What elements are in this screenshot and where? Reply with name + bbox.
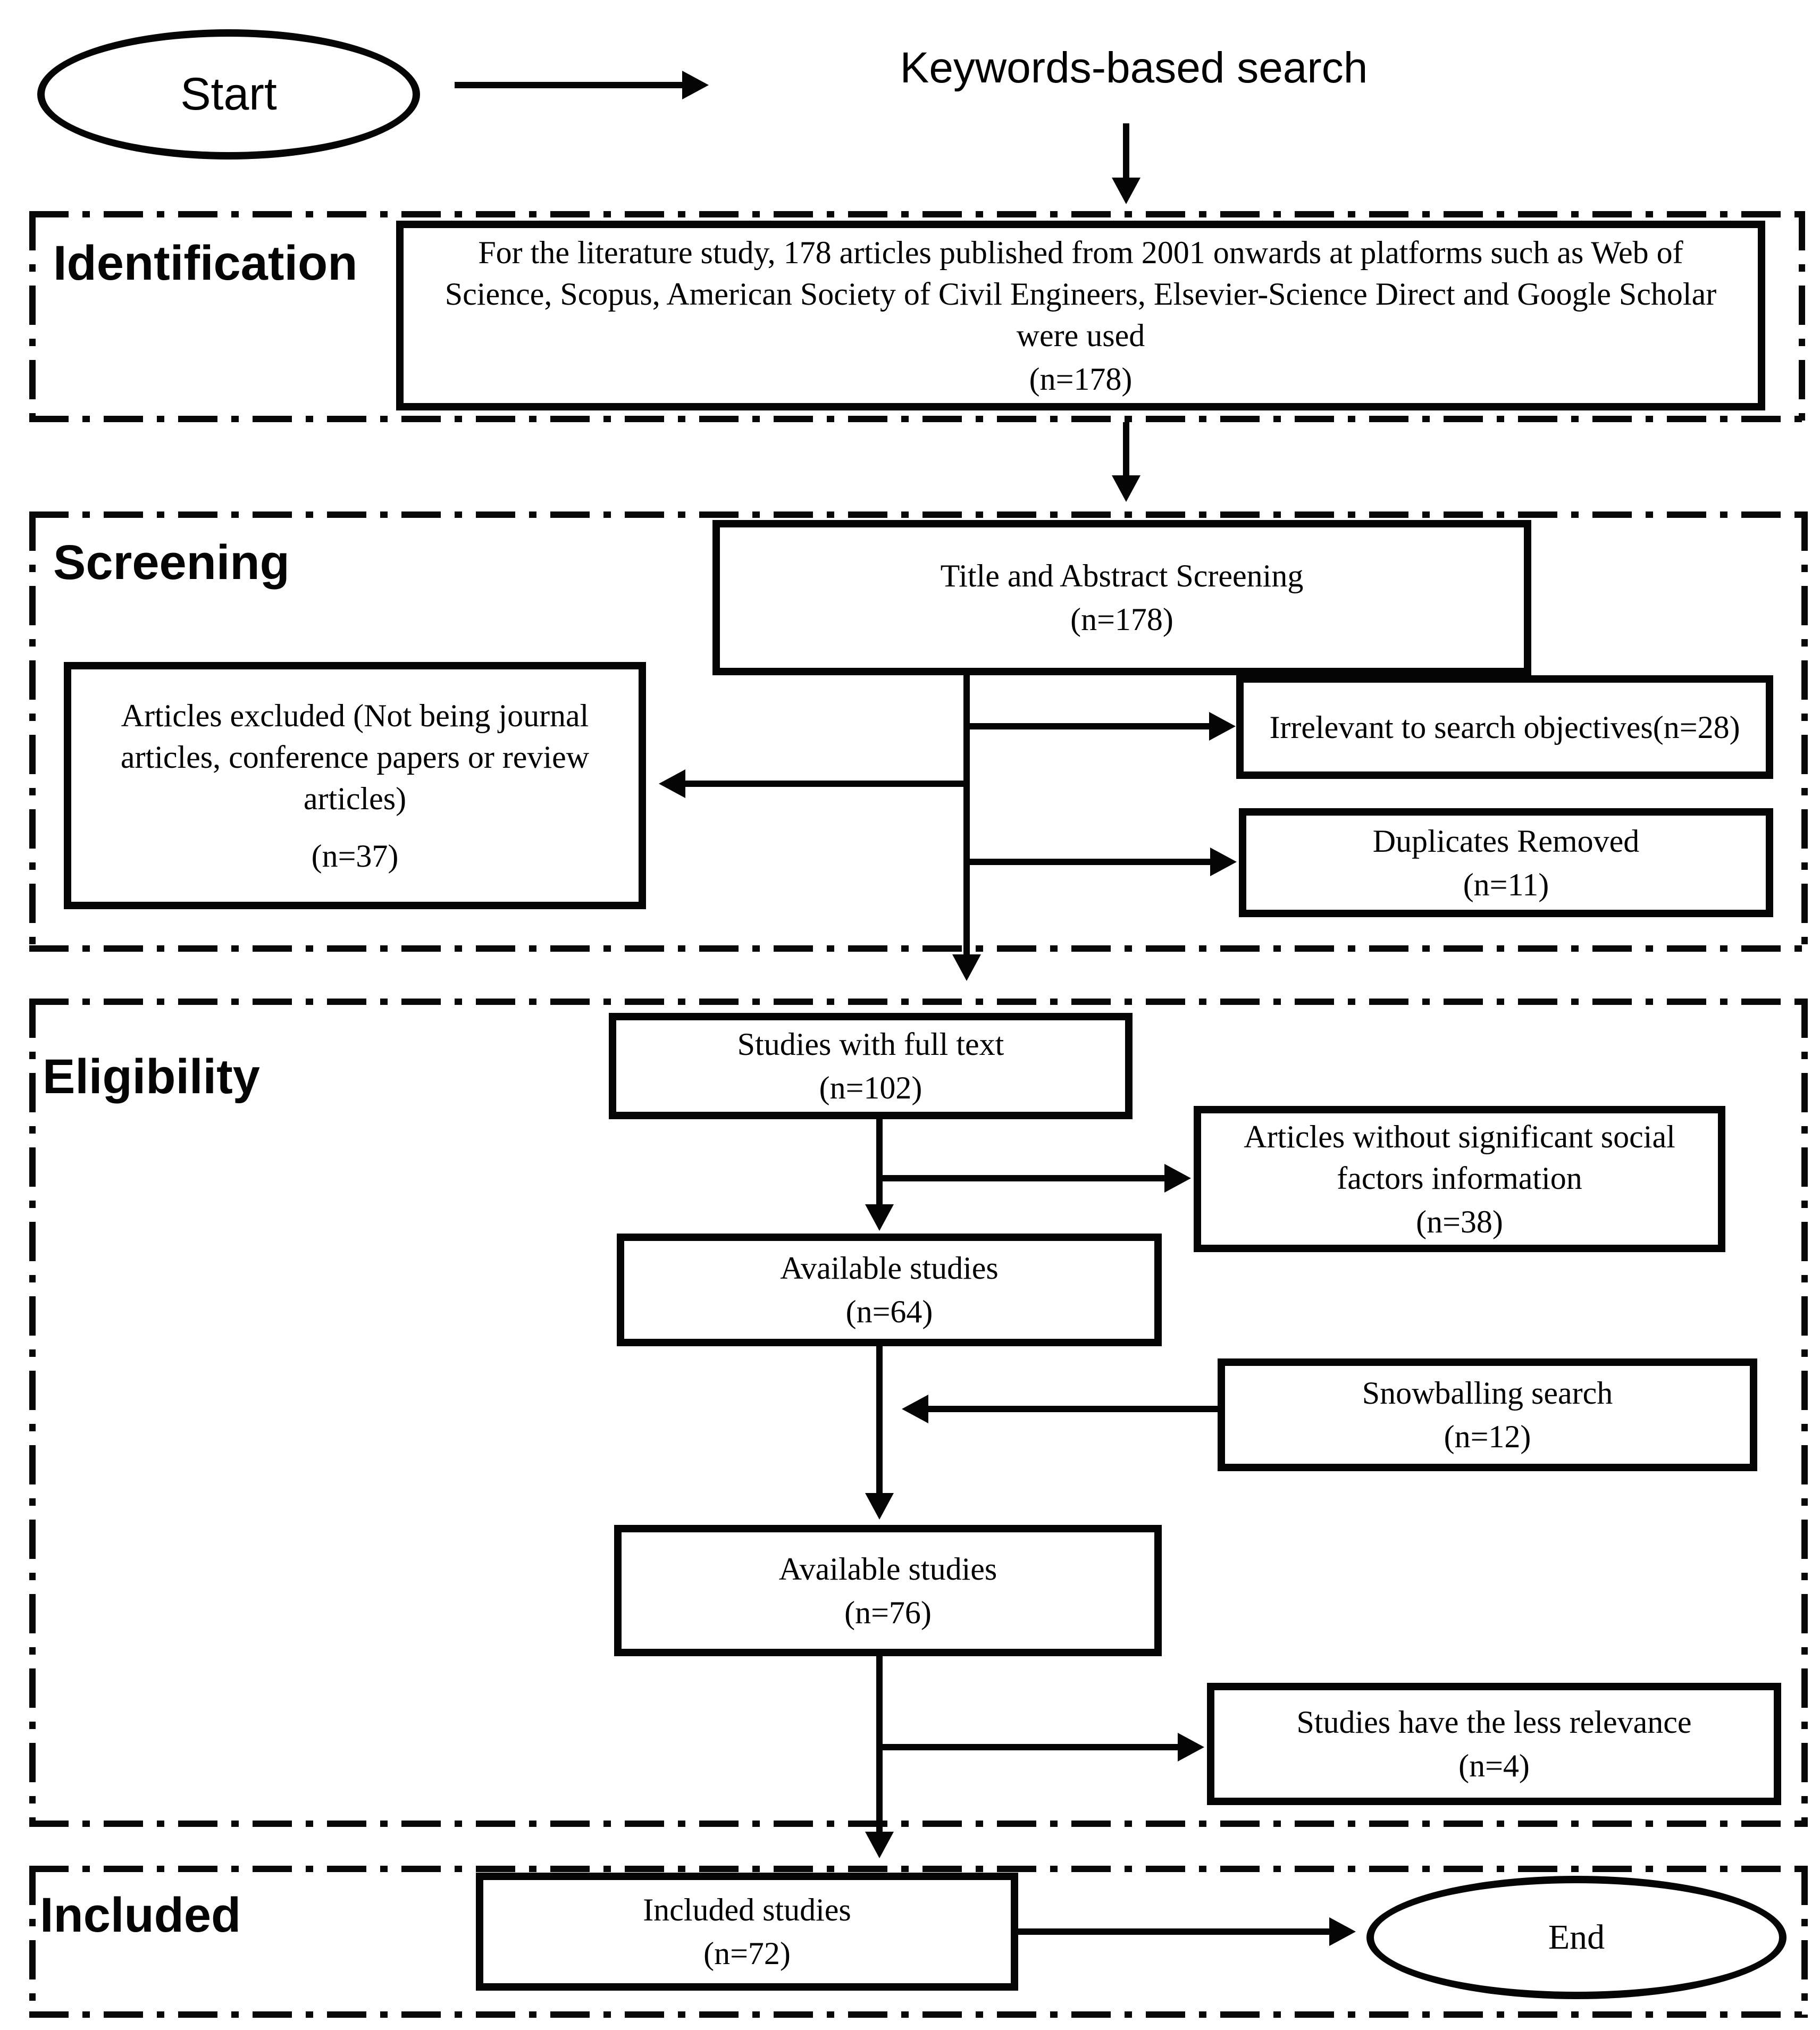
section-border-left [29,211,36,422]
box-count: (n=72) [703,1936,791,1971]
arrow-line [1018,1928,1330,1935]
section-border-right [1801,999,1808,1827]
arrowhead-down-icon [1112,475,1140,502]
arrowhead-right-icon [1209,712,1236,741]
box-text: Articles excluded (Not being journal art… [120,698,590,816]
box-text: Articles without significant social fact… [1244,1119,1675,1196]
irrelevant-objectives-box: Irrelevant to search objectives(n=28) [1236,675,1773,779]
section-border-right [1799,211,1805,422]
section-border-bottom [29,1821,1808,1827]
end-label: End [1548,1918,1605,1957]
section-border-right [1801,511,1808,952]
arrowhead-left-icon [659,769,685,798]
box-text: Studies with full text [737,1027,1004,1062]
arrow-line [455,82,683,88]
box-text: Available studies [780,1251,999,1286]
arrow-line [927,1406,1218,1412]
arrow-line [1123,123,1129,179]
box-count: (n=4) [1458,1748,1530,1783]
box-text: Studies have the less relevance [1296,1705,1692,1740]
arrow-line [684,781,970,787]
box-text: Available studies [778,1551,997,1587]
arrowhead-down-icon [865,1832,894,1858]
box-text: Duplicates Removed [1372,823,1640,859]
section-border-left [29,1866,36,2018]
section-label-identification: Identification [53,236,358,290]
box-count: (n=102) [819,1070,922,1105]
arrowhead-left-icon [902,1395,928,1423]
arrow-line [876,1346,883,1494]
arrowhead-right-icon [1329,1917,1356,1946]
keywords-search-box: Keywords-based search [742,15,1526,121]
section-included [29,1866,1808,2018]
box-count: (n=178) [1070,602,1173,637]
section-label-eligibility: Eligibility [43,1050,260,1104]
keywords-search-label: Keywords-based search [900,44,1368,92]
box-count: (n=37) [311,838,399,874]
arrowhead-down-icon [865,1204,894,1231]
articles-without-social-factors-box: Articles without significant social fact… [1194,1106,1725,1252]
box-text: For the literature study, 178 articles p… [444,234,1717,353]
section-identification [29,211,1805,422]
section-border-top [29,511,1808,518]
arrow-line [876,1656,883,1833]
arrowhead-down-icon [865,1493,894,1520]
box-count: (n=76) [844,1595,932,1630]
arrow-line [1123,422,1129,476]
section-label-screening: Screening [53,535,290,590]
duplicates-removed-box: Duplicates Removed (n=11) [1239,808,1773,917]
arrowhead-down-icon [952,954,981,981]
arrow-line [883,1175,1164,1181]
arrowhead-right-icon [1178,1733,1204,1761]
arrowhead-down-icon [1112,178,1140,204]
arrow-line [970,859,1210,865]
title-abstract-screening-box: Title and Abstract Screening (n=178) [712,520,1531,675]
arrowhead-right-icon [1164,1164,1191,1193]
section-border-top [29,1866,1808,1872]
studies-full-text-box: Studies with full text (n=102) [609,1013,1133,1119]
section-border-bottom [29,2011,1808,2018]
box-count: (n=178) [1029,361,1133,397]
box-text: Included studies [643,1892,851,1927]
arrowhead-right-icon [682,71,709,99]
articles-excluded-box: Articles excluded (Not being journal art… [64,662,646,909]
section-border-top [29,999,1808,1005]
arrow-line [963,675,970,955]
box-text: Title and Abstract Screening [940,558,1304,593]
start-label: Start [180,69,277,120]
section-border-top [29,211,1805,217]
box-count: (n=12) [1444,1419,1531,1454]
arrowhead-right-icon [1210,848,1237,876]
box-count: (n=11) [1463,867,1549,902]
section-border-bottom [29,945,1808,952]
end-ellipse: End [1366,1876,1787,1999]
arrow-line [970,723,1210,729]
start-ellipse: Start [37,29,420,160]
arrow-line [883,1744,1178,1750]
available-studies-64-box: Available studies (n=64) [617,1234,1162,1346]
box-text: Snowballing search [1362,1375,1613,1411]
arrow-line [876,1119,883,1205]
section-border-left [29,999,36,1827]
box-text: Irrelevant to search objectives(n=28) [1269,709,1740,745]
snowballing-search-box: Snowballing search (n=12) [1218,1358,1757,1471]
box-count: (n=38) [1416,1204,1503,1239]
section-border-bottom [29,416,1805,422]
identification-info-box: For the literature study, 178 articles p… [396,221,1765,410]
section-border-right [1801,1866,1808,2018]
less-relevance-box: Studies have the less relevance (n=4) [1207,1683,1781,1805]
available-studies-76-box: Available studies (n=76) [614,1525,1162,1656]
section-border-left [29,511,36,952]
section-eligibility [29,999,1808,1827]
box-count: (n=64) [845,1294,933,1329]
section-screening [29,511,1808,952]
included-studies-box: Included studies (n=72) [476,1873,1018,1991]
section-label-included: Included [40,1888,241,1942]
